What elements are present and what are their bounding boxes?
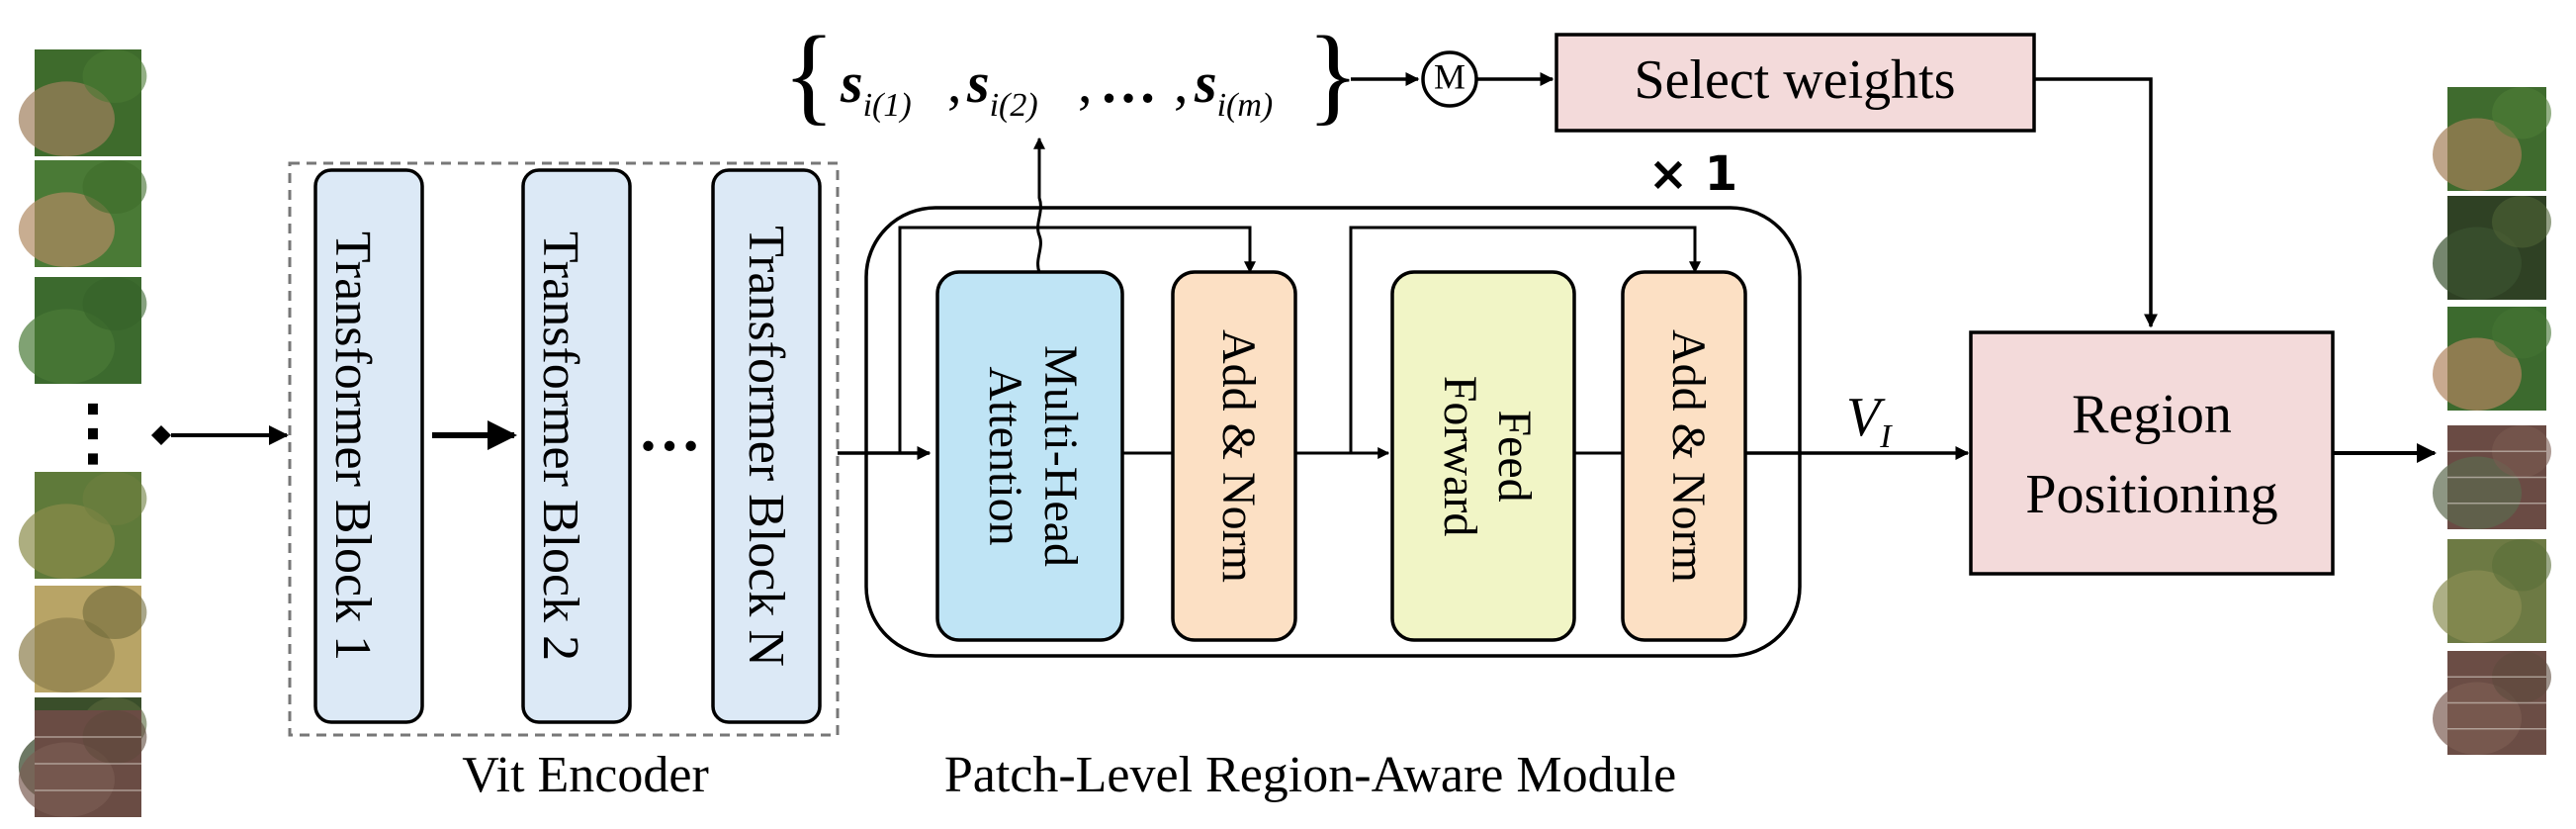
vit-encoder-box	[288, 161, 840, 737]
add-norm-2-label: Add & Norm	[1662, 329, 1715, 583]
score-close-brace: }	[1307, 14, 1360, 135]
mha-line-2: Attention	[979, 366, 1031, 545]
transformer-block-n: Transformer Block N	[711, 168, 822, 724]
mask-operator: M	[1421, 50, 1478, 108]
transformer-block-1: Transformer Block 1	[313, 168, 424, 724]
output-thumbnail-6	[2433, 651, 2551, 755]
region-positioning-line-1: Region	[2072, 384, 2232, 445]
output-thumbnail-1	[2433, 87, 2551, 191]
select-weights-label: Select weights	[1634, 49, 1955, 111]
residual-line-2	[1349, 226, 1701, 453]
score-comma-3: ,	[1174, 50, 1189, 115]
score-s2: si(2)	[966, 50, 1038, 124]
score-open-brace: {	[783, 14, 836, 135]
feed-forward-block: Feed Forward	[1390, 270, 1576, 642]
select-weights-box: Select weights	[1554, 33, 2036, 133]
input-ellipsis: ⋮	[56, 390, 130, 475]
mask-symbol: M	[1434, 56, 1466, 96]
score-sm: si(m)	[1194, 50, 1273, 124]
input-thumbnail-4	[18, 472, 147, 579]
repeat-label: × 1	[1648, 146, 1737, 202]
encoder-ellipsis: …	[638, 394, 701, 464]
attention-score-set: { si(1) , si(2) , … , si(m) }	[783, 14, 1360, 135]
residual-line-1	[898, 226, 1256, 453]
vit-encoder-label: Vit Encoder	[462, 747, 709, 803]
output-thumbnail-2	[2433, 196, 2551, 300]
region-positioning-line-2: Positioning	[2025, 464, 2277, 525]
add-norm-block-1: Add & Norm	[1171, 270, 1297, 642]
score-ellipsis: …	[1100, 50, 1157, 115]
output-thumbnail-4	[2433, 425, 2551, 529]
input-thumbnail-5	[18, 586, 147, 692]
score-s1: si(1)	[840, 50, 912, 124]
output-thumbnail-3	[2433, 307, 2551, 411]
input-diamond	[151, 425, 171, 445]
region-aware-module-box	[864, 206, 1802, 658]
multi-head-attention-block: Multi-Head Attention	[935, 270, 1124, 642]
transformer-block-2: Transformer Block 2	[521, 168, 632, 724]
input-image-column	[18, 49, 147, 817]
module-label: Patch-Level Region-Aware Module	[944, 747, 1676, 803]
input-thumbnail-2	[18, 160, 147, 267]
mha-line-1: Multi-Head	[1034, 345, 1087, 567]
score-comma-1: ,	[947, 50, 962, 115]
score-comma-2: ,	[1078, 50, 1093, 115]
transformer-block-2-label: Transformer Block 2	[532, 231, 588, 661]
region-positioning-box: Region Positioning	[1969, 330, 2335, 576]
input-thumbnail-3	[18, 277, 147, 385]
input-thumbnail-7	[18, 710, 147, 817]
add-norm-block-2: Add & Norm	[1621, 270, 1747, 642]
transformer-block-1-label: Transformer Block 1	[324, 231, 381, 661]
transformer-block-n-label: Transformer Block N	[738, 226, 794, 667]
add-norm-1-label: Add & Norm	[1212, 329, 1265, 583]
arrow-select-to-region	[2034, 77, 2158, 328]
input-thumbnail-1	[18, 49, 147, 156]
ff-line-2: Forward	[1434, 376, 1486, 537]
output-thumbnail-5	[2433, 539, 2551, 643]
v-label: VI	[1846, 387, 1893, 455]
output-image-column	[2433, 87, 2551, 755]
attention-score-tap	[1033, 137, 1045, 273]
ff-line-1: Feed	[1488, 410, 1541, 502]
